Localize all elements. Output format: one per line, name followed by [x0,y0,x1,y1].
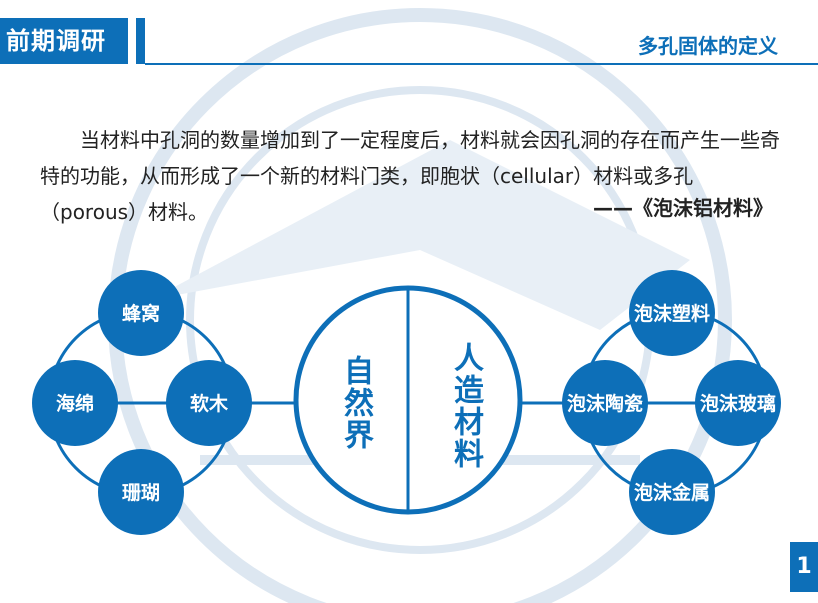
node-foam-ceramic: 泡沫陶瓷 [562,360,648,446]
node-coral: 珊瑚 [98,449,184,535]
node-sponge: 海绵 [32,360,118,446]
node-foam-plastic: 泡沫塑料 [629,270,715,356]
natural-label: 自然界 [338,355,373,451]
node-foam-glass-label: 泡沫玻璃 [700,392,776,415]
slide-subtitle: 多孔固体的定义 [638,34,778,58]
citation: ——《泡沫铝材料》 [593,196,773,220]
node-sponge-label: 海绵 [56,392,94,415]
node-foam-metal: 泡沫金属 [629,449,715,535]
section-title: 前期调研 [0,18,128,64]
node-foam-metal-label: 泡沫金属 [634,481,710,504]
definition-paragraph: 当材料中孔洞的数量增加到了一定程度后，材料就会因孔洞的存在而产生一些奇特的功能，… [40,122,780,230]
node-foam-glass: 泡沫玻璃 [695,360,781,446]
node-honeycomb: 蜂窝 [98,270,184,356]
node-foam-ceramic-label: 泡沫陶瓷 [567,392,643,415]
node-honeycomb-label: 蜂窝 [122,302,160,325]
node-cork: 软木 [166,360,252,446]
header-accent-bar [136,18,145,64]
definition-text: 当材料中孔洞的数量增加到了一定程度后，材料就会因孔洞的存在而产生一些奇特的功能，… [40,128,780,224]
header-divider [145,63,818,65]
node-foam-plastic-label: 泡沫塑料 [634,302,710,325]
artificial-label: 人造材料 [448,342,483,470]
page-number: 1 [790,542,818,592]
node-cork-label: 软木 [190,392,229,415]
node-coral-label: 珊瑚 [122,482,160,504]
